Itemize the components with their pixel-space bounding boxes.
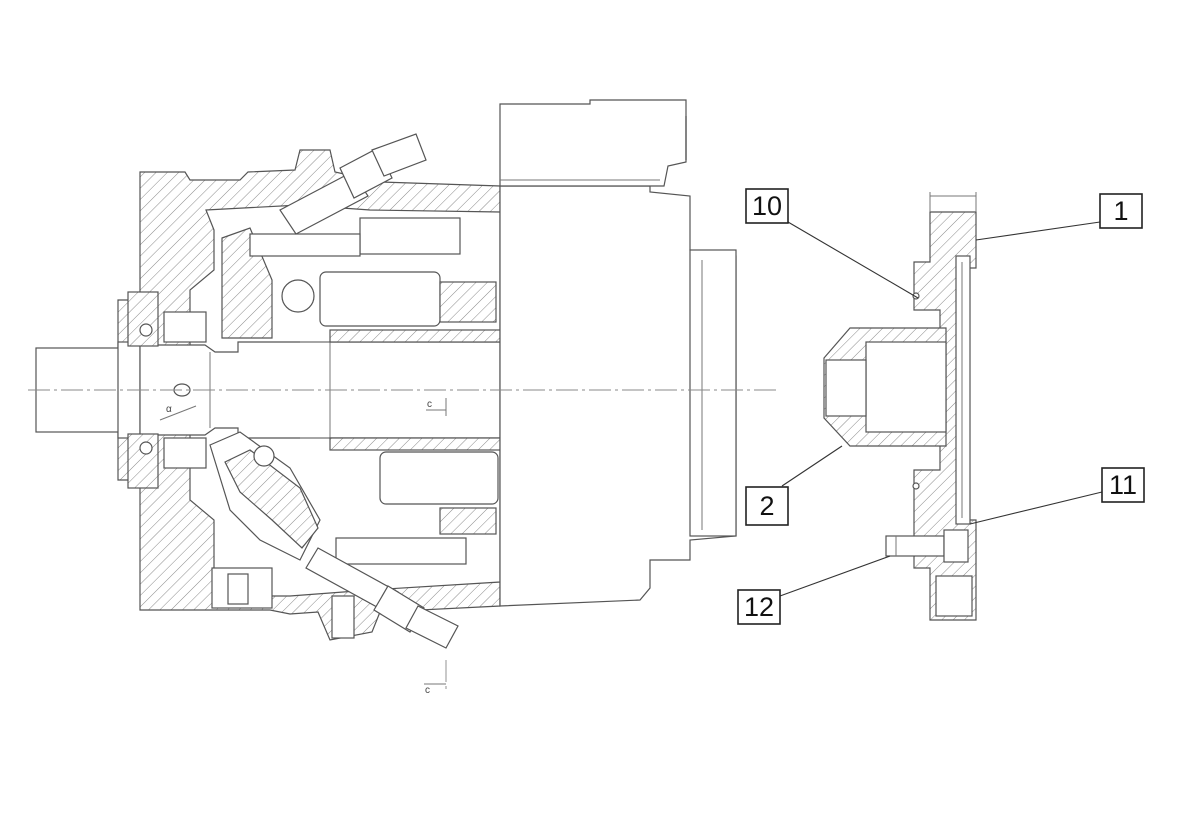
svg-text:12: 12 [744,592,774,622]
screw-part [885,529,969,563]
upper-plunger-assembly [279,133,427,235]
callout-11: 11 [1101,467,1145,503]
piston-upper-1 [319,271,441,327]
end-cover-step [689,249,737,537]
angle-mark: α [166,404,172,415]
piston-upper-3 [249,233,361,257]
leader-2 [781,445,843,487]
svg-text:11: 11 [1109,470,1137,500]
svg-text:1: 1 [1113,196,1128,226]
svg-text:10: 10 [752,191,782,221]
end-cover [499,185,737,607]
callout-12: 12 [737,589,781,625]
flange-groove [955,255,971,525]
callout-10: 10 [745,188,789,224]
piston-lower-2 [335,537,467,565]
piston-ball-upper [281,279,315,313]
flange-assembly [779,192,1103,621]
lower-plunger-assembly [305,547,459,649]
leader-1 [975,221,1101,241]
motor-assembly: α [28,99,780,696]
rear-bearing-bottom [163,437,207,469]
port-plug-lower [331,595,355,639]
top-mounted-block [499,99,687,187]
svg-text:c: c [427,399,432,410]
piston-upper-2 [359,217,461,255]
leader-11 [969,491,1103,525]
rear-bearing-top [163,311,207,343]
piston-lower-1 [379,451,499,505]
section-mark-lower: c [424,660,447,696]
section-mark-upper: c [426,398,447,416]
callout-1: 1 [1099,193,1143,229]
leader-12 [779,555,891,597]
callout-2: 2 [745,486,789,526]
flange-bore [935,575,973,617]
svg-text:c: c [425,685,430,696]
leader-10 [787,221,919,299]
front-bearing-top [127,291,159,347]
front-bearing-bottom [127,433,159,489]
svg-text:2: 2 [759,491,774,521]
